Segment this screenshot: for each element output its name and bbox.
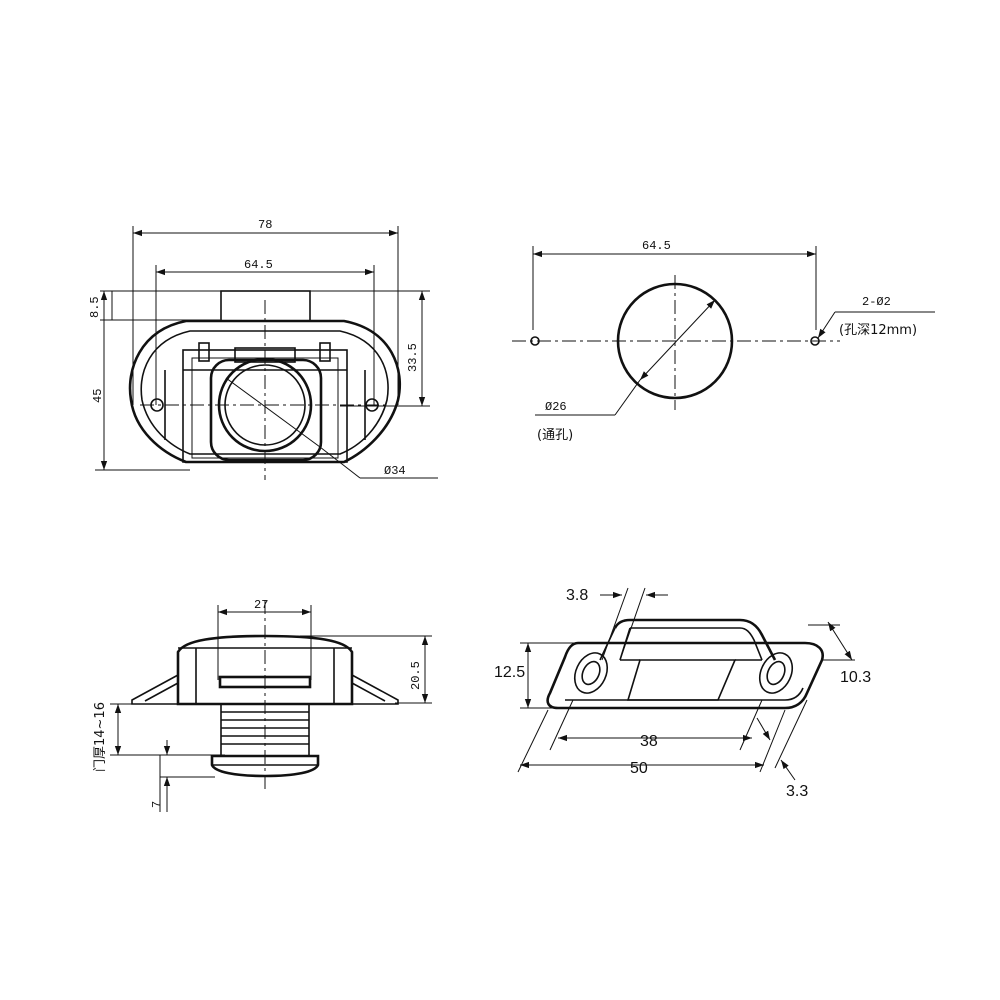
label-27: 27 [254, 598, 268, 612]
pin-left [198, 342, 210, 362]
label-7: 7 [150, 801, 164, 808]
label-8-5: 8.5 [88, 296, 102, 318]
dim-line-10-3 [827, 621, 853, 661]
label-20-5: 20.5 [409, 661, 423, 690]
label-through-hole: (通孔) [537, 428, 573, 443]
label-45: 45 [91, 389, 105, 403]
wing-left [131, 674, 179, 705]
raised-rail [613, 618, 777, 661]
side-view: 27 20.5 门厚14~16 7 [93, 598, 432, 812]
label-64-5: 64.5 [244, 258, 273, 272]
label-78: 78 [258, 218, 272, 232]
pin-right [319, 342, 331, 362]
plate-hole-left [573, 652, 609, 694]
label-50: 50 [630, 760, 648, 777]
body-outline [128, 319, 402, 464]
cutout-view: 64.5 2-Ø2 (孔深12mm) Ø26 (通孔) [512, 239, 935, 443]
label-3-3: 3.3 [786, 783, 808, 800]
front-view: 78 64.5 8.5 45 33.5 Ø34 [88, 218, 438, 480]
label-3-8: 3.8 [566, 587, 588, 604]
label-door-thickness: 门厚14~16 [93, 702, 108, 772]
label-12-5: 12.5 [494, 664, 525, 681]
label-33-5: 33.5 [406, 343, 420, 372]
label-diameter-26: Ø26 [545, 400, 567, 414]
label-cutout-64-5: 64.5 [642, 239, 671, 253]
label-hole-depth: (孔深12mm) [839, 323, 917, 338]
label-38: 38 [640, 733, 658, 750]
wing-right [351, 674, 399, 705]
label-10-3: 10.3 [840, 669, 871, 686]
housing [176, 634, 354, 706]
label-diameter-34: Ø34 [384, 464, 406, 478]
label-screw-holes: 2-Ø2 [862, 295, 891, 309]
plate-outline [546, 641, 824, 710]
strike-plate: 3.8 12.5 10.3 38 50 3.3 [494, 587, 871, 800]
plate-hole-right [758, 652, 794, 694]
